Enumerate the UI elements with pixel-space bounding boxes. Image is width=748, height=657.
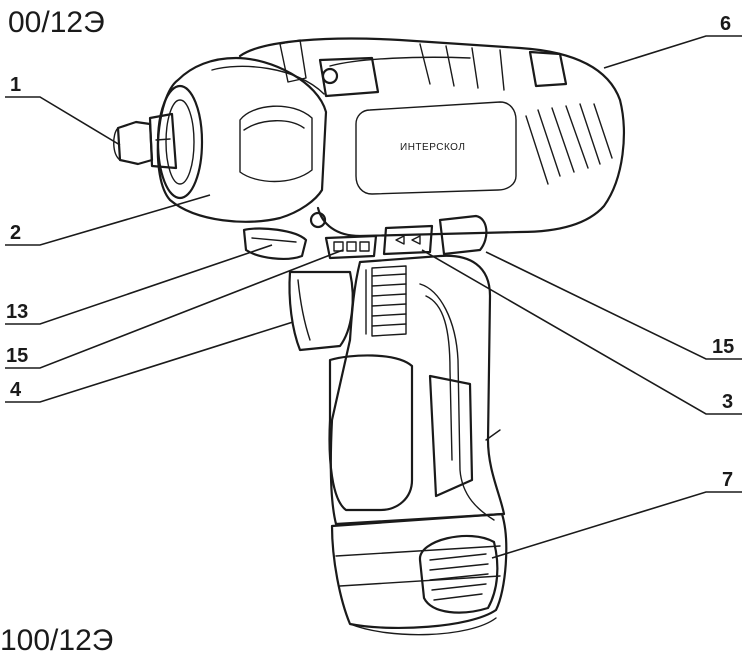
trigger [288,270,354,352]
brand-logo: ИНТЕРСКОЛ [400,142,465,153]
callout-4: 4 [10,379,22,401]
callout-6: 6 [720,13,732,35]
led-lamp [242,227,308,260]
direction-switch [382,224,434,256]
callout-1: 1 [10,74,22,96]
callout-2: 2 [10,222,22,244]
charge-indicator [324,234,378,260]
model-caption-top: 00/12Э [8,6,105,39]
motor-housing [238,37,625,238]
callout-3: 3 [722,391,734,413]
callout-7: 7 [722,469,734,491]
callout-15-left: 15 [6,345,29,367]
control-area [242,214,488,260]
battery-latch [418,534,499,614]
gear-housing [156,56,328,223]
callout-15-right: 15 [712,336,735,358]
handle [328,254,506,526]
battery-pack [330,512,508,636]
callout-13: 13 [6,301,29,323]
leader-lines [5,35,742,559]
